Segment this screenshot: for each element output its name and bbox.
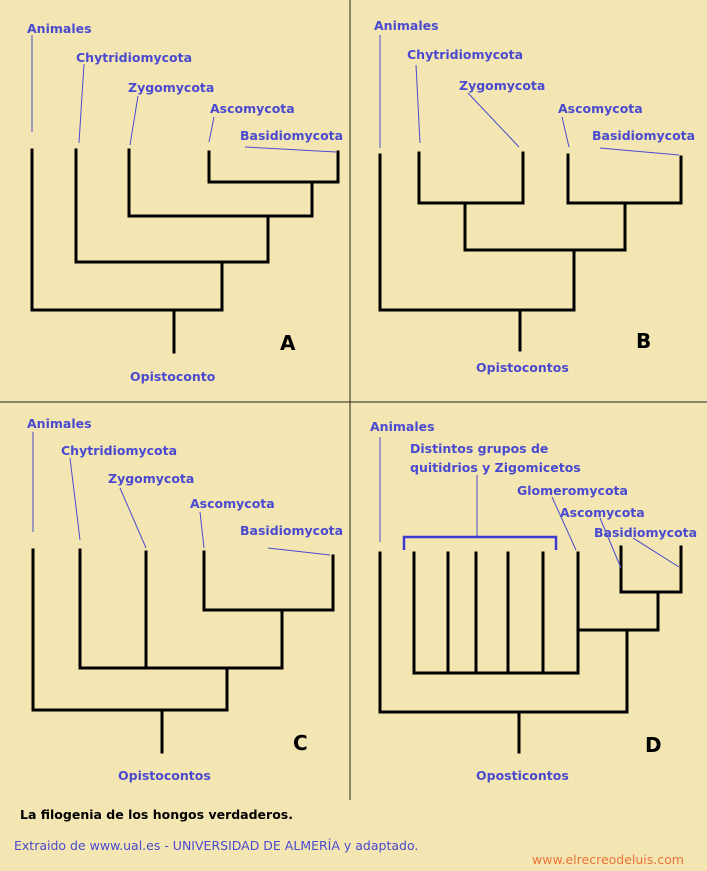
figure-caption: La filogenia de los hongos verdaderos. xyxy=(20,807,293,822)
panel-letter-b: B xyxy=(636,329,651,353)
taxon-basidiomycota-c: Basidiomycota xyxy=(240,523,343,538)
taxon-chytridiomycota-a: Chytridiomycota xyxy=(76,50,192,65)
taxon-chytridiomycota-c: Chytridiomycota xyxy=(61,443,177,458)
taxon-animales-c: Animales xyxy=(27,416,92,431)
taxon-zygomycota-a: Zygomycota xyxy=(128,80,214,95)
taxon-group-line1-d: Distintos grupos de xyxy=(410,441,548,456)
taxon-basidiomycota-a: Basidiomycota xyxy=(240,128,343,143)
tree-a xyxy=(30,35,340,354)
taxon-zygomycota-c: Zygomycota xyxy=(108,471,194,486)
taxon-group-line2-d: quitidrios y Zigomicetos xyxy=(410,460,581,475)
taxon-ascomycota-b: Ascomycota xyxy=(558,101,643,116)
root-label-d: Oposticontos xyxy=(476,768,569,783)
taxon-glomeromycota-d: Glomeromycota xyxy=(517,483,628,498)
source-credit: Extraido de www.ual.es - UNIVERSIDAD DE … xyxy=(14,838,419,853)
tree-c xyxy=(31,432,335,754)
taxon-animales-b: Animales xyxy=(374,18,439,33)
tree-d xyxy=(378,437,683,754)
taxon-ascomycota-a: Ascomycota xyxy=(210,101,295,116)
root-label-b: Opistocontos xyxy=(476,360,569,375)
root-label-c: Opistocontos xyxy=(118,768,211,783)
panel-letter-d: D xyxy=(645,733,662,757)
panel-d: Animales Distintos grupos de quitidrios … xyxy=(370,419,697,783)
taxon-animales-a: Animales xyxy=(27,21,92,36)
panel-letter-a: A xyxy=(280,331,296,355)
taxon-ascomycota-d: Ascomycota xyxy=(560,505,645,520)
taxon-basidiomycota-b: Basidiomycota xyxy=(592,128,695,143)
group-bracket-d xyxy=(402,535,558,550)
taxon-ascomycota-c: Ascomycota xyxy=(190,496,275,511)
panel-c: Animales Chytridiomycota Zygomycota Asco… xyxy=(27,416,343,783)
panel-letter-c: C xyxy=(293,731,308,755)
panel-a: Animales Chytridiomycota Zygomycota Asco… xyxy=(27,21,343,384)
root-label-a: Opistoconto xyxy=(130,369,216,384)
taxon-zygomycota-b: Zygomycota xyxy=(459,78,545,93)
panel-b: Animales Chytridiomycota Zygomycota Asco… xyxy=(374,18,695,375)
watermark: www.elrecreodeluis.com xyxy=(532,852,684,867)
taxon-animales-d: Animales xyxy=(370,419,435,434)
taxon-basidiomycota-d: Basidiomycota xyxy=(594,525,697,540)
tree-b xyxy=(378,35,683,352)
taxon-chytridiomycota-b: Chytridiomycota xyxy=(407,47,523,62)
